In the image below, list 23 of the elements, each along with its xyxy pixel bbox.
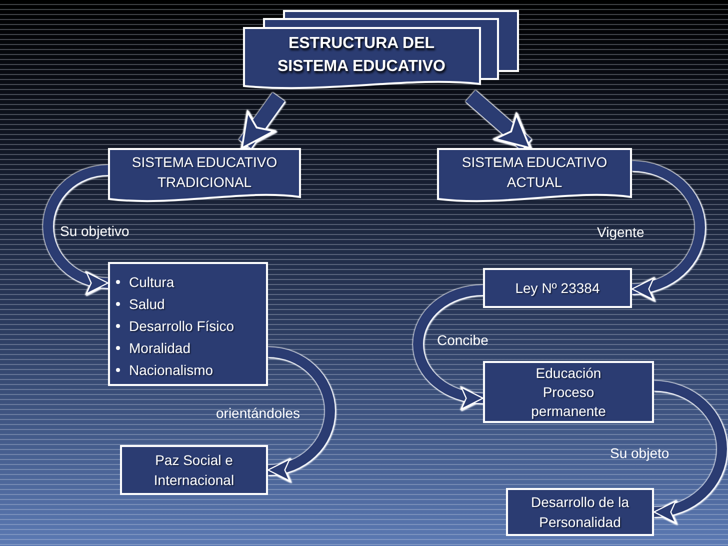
list-item: Cultura — [129, 273, 174, 292]
process-box: Ley Nº 23384 — [483, 268, 632, 308]
curved-arrow — [653, 380, 727, 522]
list-item: Salud — [129, 295, 165, 314]
list-item: Nacionalismo — [129, 361, 214, 380]
list-box — [108, 262, 268, 386]
document-box: SISTEMA EDUCATIVO ACTUAL — [437, 148, 632, 204]
edge-label: Concibe — [437, 331, 488, 349]
edge-label: Vigente — [597, 223, 644, 241]
curved-arrow — [631, 160, 705, 300]
edge-label: orientándoles — [216, 404, 300, 422]
document-box: SISTEMA EDUCATIVO TRADICIONAL — [108, 148, 301, 204]
process-box: Paz Social e Internacional — [120, 445, 268, 495]
edge-label: Su objetivo — [60, 222, 130, 240]
list-item: Desarrollo Físico — [129, 317, 234, 336]
edge-label: Su objeto — [610, 444, 670, 462]
list-item: Moralidad — [129, 339, 190, 358]
curved-arrow — [43, 165, 109, 293]
block-arrow — [466, 90, 532, 150]
process-box: Desarrollo de la Personalidad — [506, 488, 654, 536]
curved-arrow — [267, 347, 335, 480]
process-box: Educación Proceso permanente — [483, 361, 654, 423]
curved-arrow — [413, 285, 484, 408]
